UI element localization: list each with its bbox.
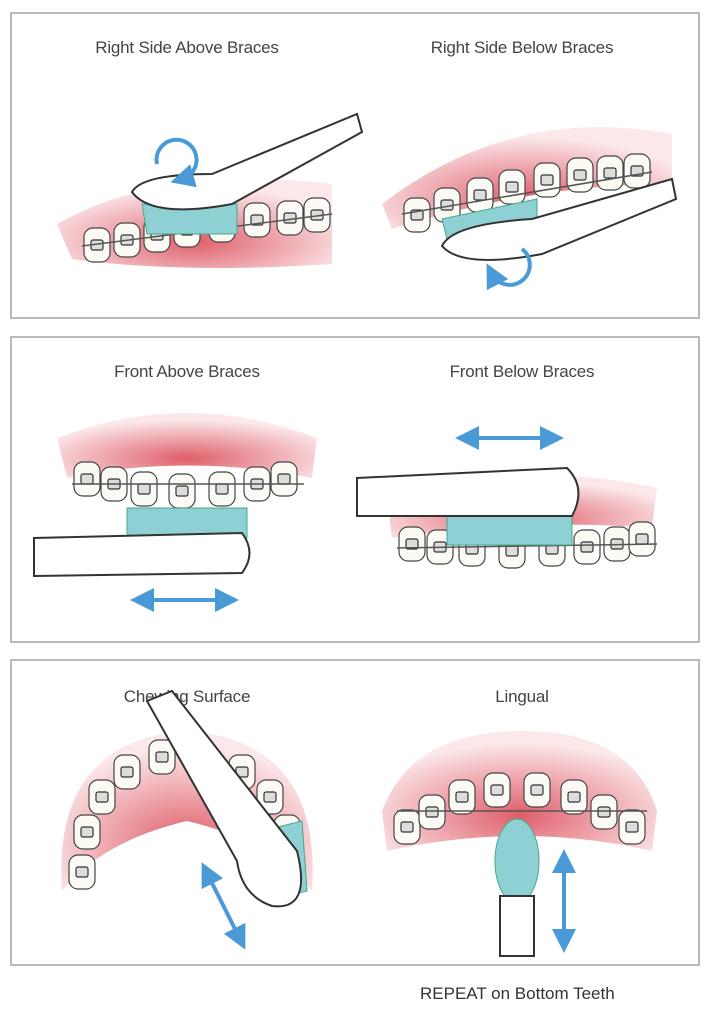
label-right-side-above: Right Side Above Braces [95,38,279,57]
illustration-side-brushing [57,112,678,291]
label-right-side-below: Right Side Below Braces [430,38,614,57]
illustration-front-brushing [33,413,658,612]
illustration-chewing-lingual [61,689,657,957]
label-lingual: Lingual [495,687,549,706]
repeat-note: REPEAT on Bottom Teeth [420,984,615,1003]
label-front-below: Front Below Braces [449,362,595,381]
panel-front-brushing: Front Above Braces Front Below Braces [10,336,700,643]
panel-side-brushing: Right Side Above Braces Right Side Below… [10,12,700,319]
panel-chewing-lingual: Chewing Surface Lingual [10,659,700,966]
teeth-upper-front [73,461,298,509]
label-front-above: Front Above Braces [114,362,260,381]
